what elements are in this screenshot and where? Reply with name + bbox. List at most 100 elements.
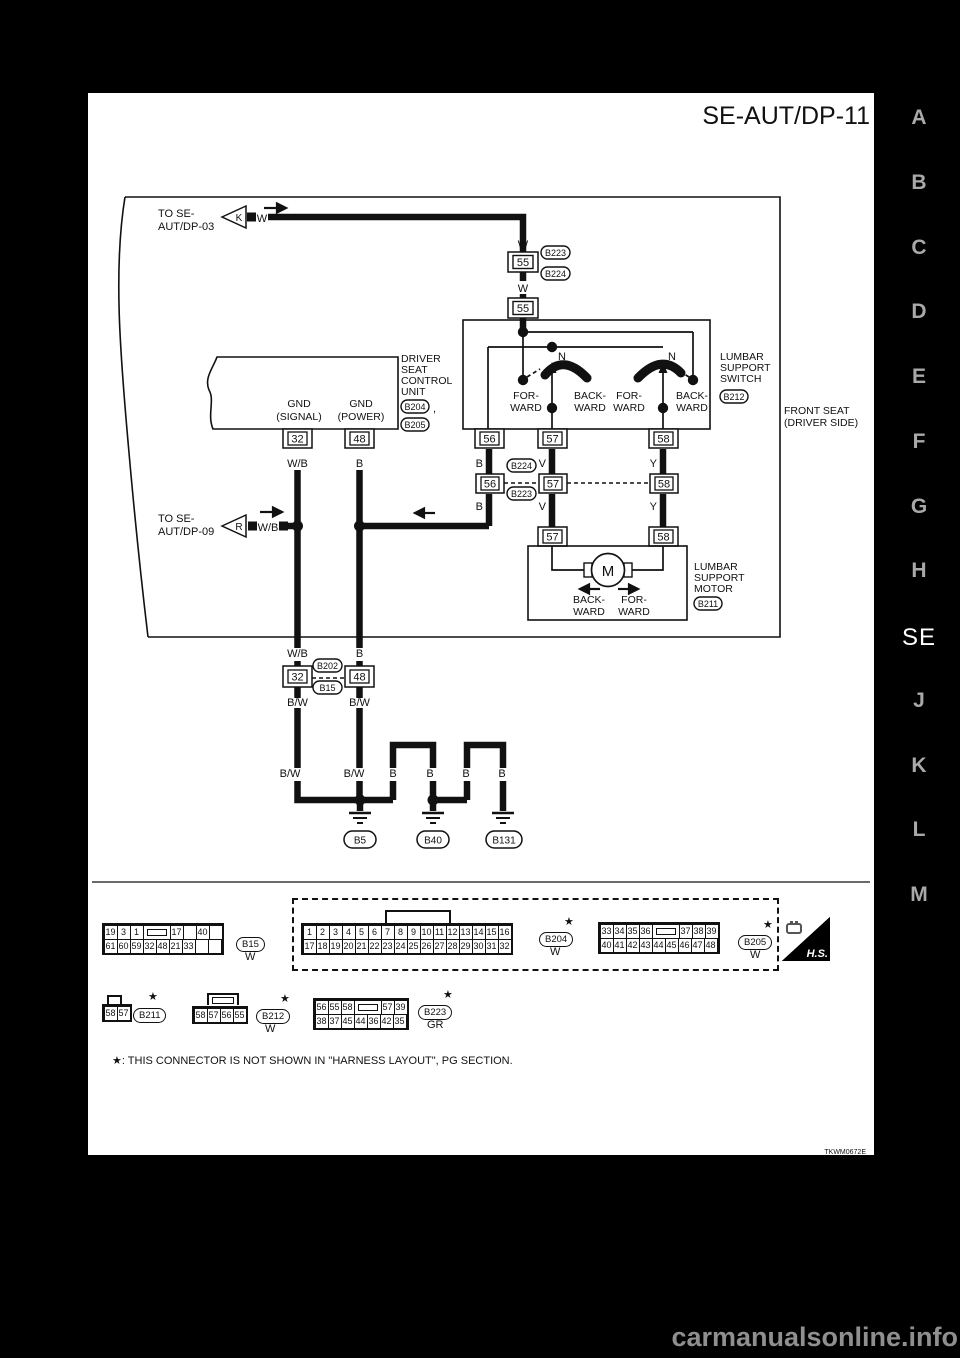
connector-pin-cell: 57	[116, 1005, 131, 1021]
connector-pin-cell: 39	[393, 999, 408, 1015]
connector-pin-cell: 21	[354, 938, 369, 954]
comma: ,	[433, 403, 436, 415]
harness-box	[117, 196, 781, 638]
connector-key-slot	[353, 999, 382, 1015]
driver-seat-control-unit: GND (SIGNAL) GND (POWER)	[206, 356, 399, 430]
connector-pin-cell: 55	[232, 1007, 247, 1023]
connector-pin-cell: 40	[599, 937, 614, 953]
connector-pin-cell: 32	[497, 938, 512, 954]
connector-pin-cell: 9	[406, 924, 421, 940]
connector-pin-cell: 46	[677, 937, 692, 953]
site-watermark: carmanualsonline.info	[671, 1322, 958, 1352]
connector-pin-cell: 44	[651, 937, 666, 953]
dp03-wire-color: W	[257, 213, 268, 225]
label-forward: FOR-	[621, 594, 647, 606]
connector-pin-cell: 23	[380, 938, 395, 954]
ground-label-b40: B40	[424, 836, 442, 847]
connector-label-b205: B205	[404, 420, 425, 430]
connector-pin-cell: 42	[379, 1013, 394, 1029]
connector-pin-cell: 3	[328, 924, 343, 940]
connector-pin-cell: 7	[380, 924, 395, 940]
switch-name: SUPPORT	[720, 362, 771, 374]
section-tab-j: J	[913, 689, 925, 712]
wire-color-w: W	[518, 239, 529, 251]
connector-pin-cell: 8	[393, 924, 408, 940]
label-backward: WARD	[574, 402, 606, 414]
ground-label-b131: B131	[492, 836, 516, 847]
dp09-wire-color: W/B	[258, 522, 279, 534]
pin-number: 55	[517, 257, 529, 269]
hs-label: H.S.	[806, 948, 828, 960]
pin-number: 56	[484, 479, 496, 491]
pin-number: 58	[658, 479, 670, 491]
motor-name: SUPPORT	[694, 572, 745, 584]
connector-pin-cell: 12	[445, 924, 460, 940]
connector-pin-cell: 42	[625, 937, 640, 953]
connector-pin-cell: 17	[302, 938, 317, 954]
connector-pin-cell: 1	[302, 924, 317, 940]
connector-pin-cell: 36	[366, 1013, 381, 1029]
connector-pin-cell: 45	[664, 937, 679, 953]
wire-color: V	[539, 501, 547, 513]
hs-logo: H.S.	[782, 917, 830, 961]
section-tab-k: K	[911, 754, 927, 777]
connector-pin-cell: 41	[612, 937, 627, 953]
connector-pin-cell: 27	[432, 938, 447, 954]
connector-color: W	[550, 946, 561, 958]
switch-name: SWITCH	[720, 373, 761, 385]
connector-pin-cell: 18	[315, 938, 330, 954]
connector-pin-cell	[208, 924, 223, 940]
connector-pin-cell: 43	[638, 937, 653, 953]
connector-label-b202: B202	[317, 661, 338, 671]
connector-label-b212: B212	[723, 392, 744, 402]
connector-pin-cell: 22	[367, 938, 382, 954]
connector-pin-cell: 59	[129, 938, 144, 954]
connector-pin-cell: 48	[155, 938, 170, 954]
connector-label-b205: B205	[738, 935, 773, 950]
label-backward: BACK-	[574, 390, 607, 402]
connector-pin-cell: 58	[193, 1007, 208, 1023]
section-tab-c: C	[911, 236, 927, 259]
dp09-line1: TO SE-	[158, 513, 195, 525]
label-forward: WARD	[613, 402, 645, 414]
connector-pin-cell	[207, 938, 222, 954]
wire-color: B	[462, 768, 469, 780]
section-tab-l: L	[912, 818, 926, 841]
n-position: N	[668, 351, 676, 363]
connector-pin-cell: 14	[471, 924, 486, 940]
connector-label-b224: B224	[545, 269, 566, 279]
section-tab-se-current: SE	[901, 624, 936, 651]
wire-color: W/B	[287, 648, 308, 660]
ground-label-b5: B5	[354, 836, 367, 847]
front-seat-label: (DRIVER SIDE)	[784, 417, 858, 429]
dp09-tag: R	[235, 522, 242, 533]
connector-pin-cell: 24	[393, 938, 408, 954]
label-gnd-signal: (SIGNAL)	[276, 411, 322, 423]
wire-color: B/W	[344, 768, 365, 780]
label-backward: WARD	[573, 606, 605, 618]
star-marker: ★	[763, 919, 773, 931]
connector-pin-cell: 10	[419, 924, 434, 940]
feed-connector-55: W 55 B223 B224 W 55	[507, 239, 571, 319]
connector-pin-cell: 21	[168, 938, 183, 954]
off-page-ref-dp09: TO SE- AUT/DP-09 R W/B	[158, 513, 288, 539]
connector-label-b15: B15	[319, 683, 335, 693]
motor-name: LUMBAR	[694, 561, 738, 573]
pin-number: 57	[546, 532, 558, 544]
connector-label-b223: B223	[511, 489, 532, 499]
pin-number: 56	[483, 434, 495, 446]
junction-dots	[292, 520, 439, 806]
connector-pin-cell: 57	[380, 999, 395, 1015]
connector-pin-cell: 44	[353, 1013, 368, 1029]
connector-label-b223: B223	[418, 1005, 453, 1020]
off-page-ref-dp03: TO SE- AUT/DP-03 K W	[158, 204, 268, 233]
pin-number: 57	[547, 479, 559, 491]
connector-pin-cell: 35	[625, 923, 640, 939]
connector-pin-cell: 35	[392, 1013, 407, 1029]
doc-code: TKWM0672E	[824, 1149, 866, 1155]
label-gnd-power: GND	[349, 398, 373, 410]
rocker-contact	[633, 359, 686, 383]
